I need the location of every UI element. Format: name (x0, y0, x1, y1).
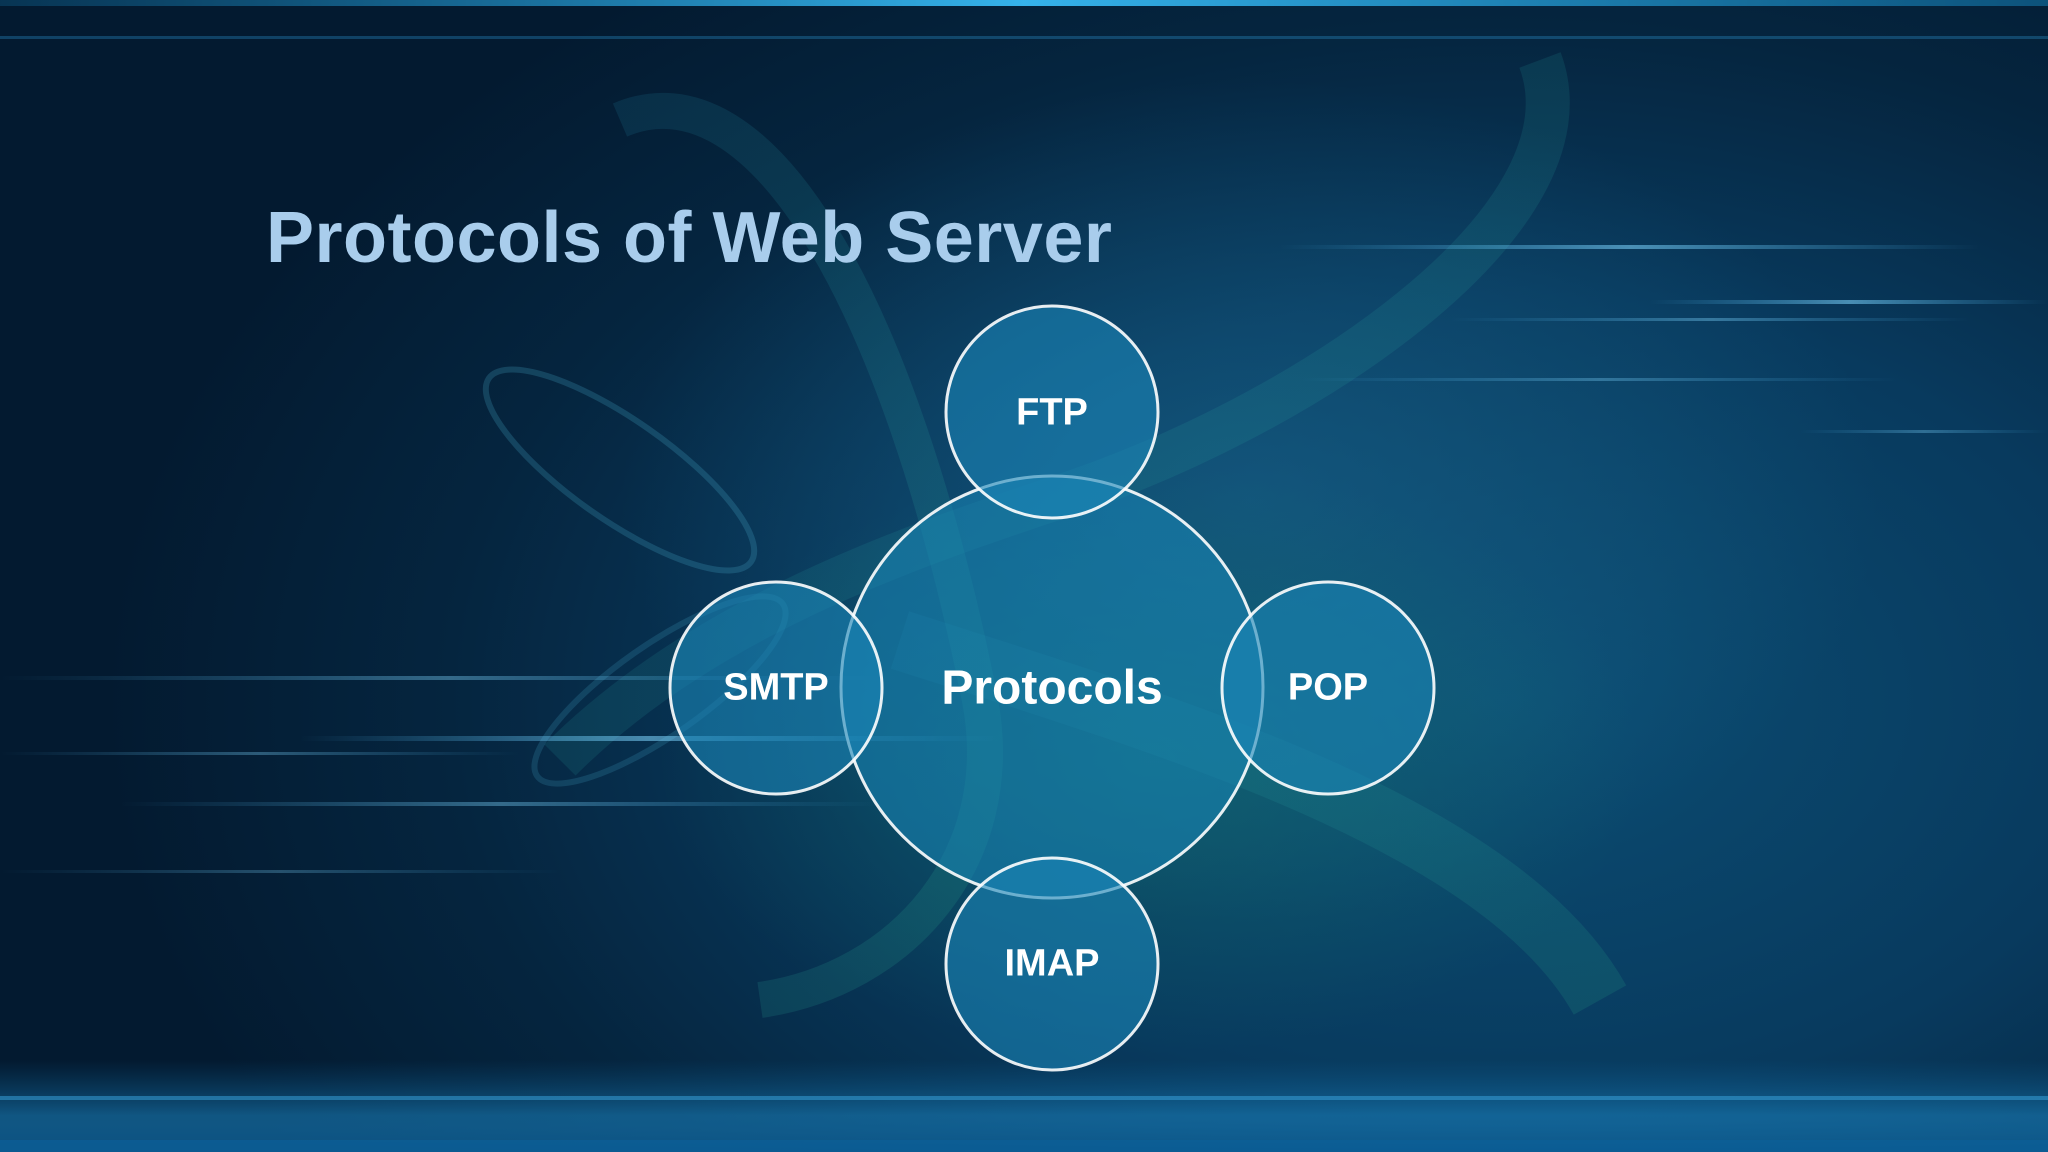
node-label-ftp: FTP (1016, 391, 1088, 434)
node-label-smtp: SMTP (723, 666, 829, 709)
node-circle-pop (1220, 580, 1436, 796)
node-circle-smtp (668, 580, 884, 796)
node-label-imap: IMAP (1004, 942, 1100, 985)
node-label-pop: POP (1287, 666, 1369, 709)
node-circle-imap (944, 856, 1160, 1072)
node-circle-ftp (944, 304, 1160, 520)
center-label: Protocols (941, 661, 1163, 715)
slide-title: Protocols of Web Server (266, 198, 1113, 278)
